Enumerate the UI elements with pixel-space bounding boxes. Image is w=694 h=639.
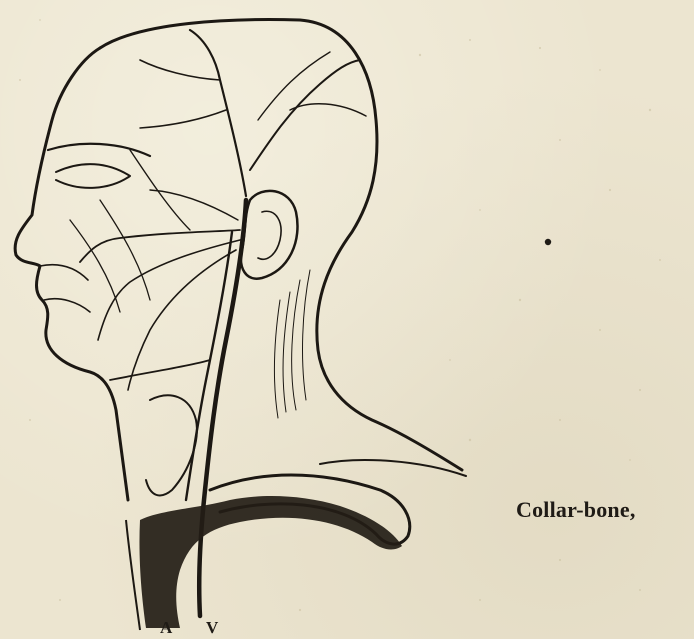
artery-label: A <box>160 618 172 638</box>
vein-label: V <box>206 618 218 638</box>
collar-bone-label: Collar-bone, <box>516 497 636 523</box>
head-neck-veins-illustration <box>0 0 520 639</box>
